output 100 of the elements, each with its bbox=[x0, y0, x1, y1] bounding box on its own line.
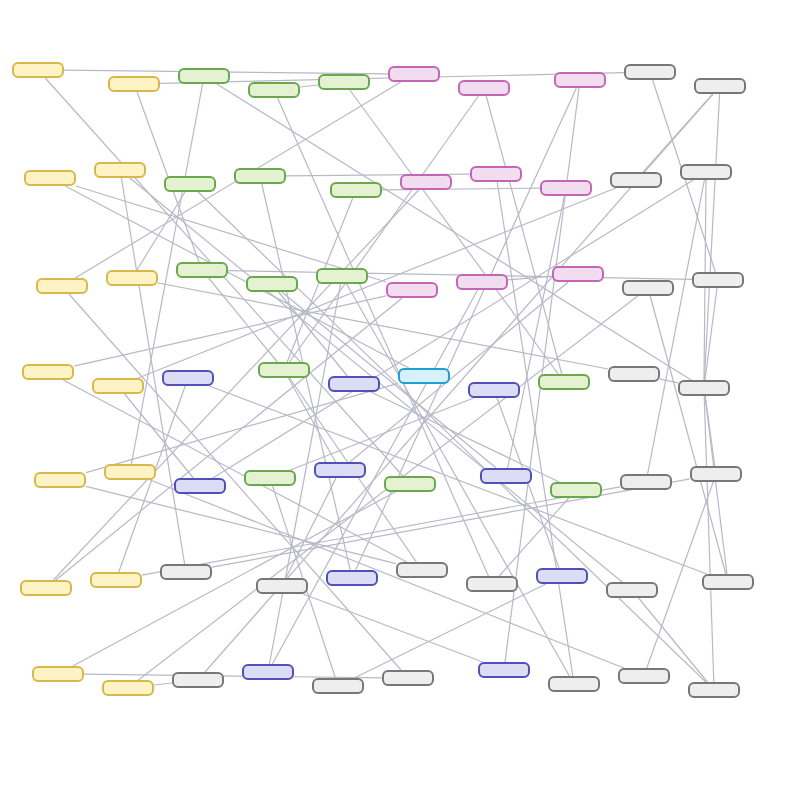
connector-line bbox=[62, 379, 408, 563]
node-box bbox=[24, 170, 76, 186]
connector-line bbox=[507, 275, 553, 281]
node-box bbox=[102, 680, 154, 696]
connector-line bbox=[289, 377, 417, 563]
connector-line bbox=[507, 195, 565, 469]
connector-line bbox=[68, 293, 402, 671]
node-box bbox=[554, 72, 606, 88]
node-box bbox=[92, 378, 144, 394]
node-box bbox=[540, 180, 592, 196]
connector-line bbox=[120, 177, 186, 565]
connector-line bbox=[153, 682, 173, 686]
node-box bbox=[536, 568, 588, 584]
connector-line bbox=[74, 81, 402, 279]
connector-line bbox=[355, 87, 577, 571]
connector-line bbox=[118, 385, 186, 573]
node-box bbox=[174, 478, 226, 494]
connector-line bbox=[212, 179, 694, 479]
node-box bbox=[234, 168, 286, 184]
node-box bbox=[680, 164, 732, 180]
connector-line bbox=[136, 91, 200, 263]
connector-line bbox=[64, 185, 410, 369]
node-box bbox=[312, 678, 364, 694]
connector-line bbox=[649, 295, 727, 575]
node-box bbox=[316, 268, 368, 284]
node-box bbox=[256, 578, 308, 594]
connector-line bbox=[272, 485, 336, 679]
node-box bbox=[396, 562, 448, 578]
node-box bbox=[382, 670, 434, 686]
connector-line bbox=[124, 393, 194, 479]
connector-line bbox=[281, 291, 497, 469]
node-box bbox=[172, 672, 224, 688]
connector-line bbox=[647, 179, 705, 475]
node-box bbox=[456, 274, 508, 290]
node-box bbox=[328, 376, 380, 392]
node-box bbox=[386, 282, 438, 298]
node-box bbox=[326, 570, 378, 586]
node-box bbox=[160, 564, 212, 580]
node-box bbox=[258, 362, 310, 378]
node-box bbox=[552, 266, 604, 282]
node-box bbox=[678, 380, 730, 396]
node-box bbox=[108, 76, 160, 92]
connector-line bbox=[704, 395, 728, 575]
node-box bbox=[624, 64, 676, 80]
node-box bbox=[606, 582, 658, 598]
node-box bbox=[620, 474, 672, 490]
node-box bbox=[248, 82, 300, 98]
connector-line bbox=[652, 79, 716, 273]
connector-line bbox=[349, 89, 559, 375]
node-box bbox=[694, 78, 746, 94]
node-box bbox=[20, 580, 72, 596]
node-box bbox=[36, 278, 88, 294]
node-box bbox=[688, 682, 740, 698]
connector-line bbox=[704, 395, 716, 467]
node-box bbox=[458, 80, 510, 96]
node-box bbox=[610, 172, 662, 188]
node-box bbox=[330, 182, 382, 198]
connector-line bbox=[498, 497, 570, 577]
connector-line bbox=[638, 597, 708, 683]
node-box bbox=[34, 472, 86, 488]
node-box bbox=[702, 574, 754, 590]
connector-line bbox=[52, 189, 420, 581]
node-box bbox=[550, 482, 602, 498]
node-box bbox=[478, 662, 530, 678]
node-box bbox=[618, 668, 670, 684]
connector-line bbox=[504, 87, 580, 663]
node-box bbox=[94, 162, 146, 178]
node-box bbox=[90, 572, 142, 588]
connector-line bbox=[287, 377, 337, 463]
node-box bbox=[538, 374, 590, 390]
connector-line bbox=[85, 485, 397, 565]
node-box bbox=[176, 262, 228, 278]
node-box bbox=[470, 166, 522, 182]
connector-line bbox=[75, 185, 387, 283]
connector-line bbox=[646, 481, 714, 669]
node-box bbox=[548, 676, 600, 692]
connector-line bbox=[289, 95, 479, 363]
node-box bbox=[22, 364, 74, 380]
connector-line bbox=[197, 191, 707, 683]
node-box bbox=[318, 74, 370, 90]
connector-line bbox=[703, 395, 715, 683]
node-box bbox=[388, 66, 440, 82]
connector-line bbox=[157, 282, 609, 370]
node-box bbox=[104, 464, 156, 480]
connector-line bbox=[285, 477, 337, 579]
connector-line bbox=[496, 181, 574, 677]
connector-line bbox=[44, 77, 404, 477]
node-box bbox=[32, 666, 84, 682]
connector-line bbox=[73, 295, 387, 367]
node-box bbox=[468, 382, 520, 398]
connector-line bbox=[278, 291, 348, 377]
connector-line bbox=[129, 177, 623, 583]
connector-line bbox=[211, 478, 691, 568]
connector-line bbox=[349, 281, 569, 463]
connector-line bbox=[289, 397, 475, 471]
connector-line bbox=[370, 391, 560, 483]
node-box bbox=[164, 176, 216, 192]
node-box bbox=[244, 470, 296, 486]
node-box bbox=[242, 664, 294, 680]
connector-line bbox=[286, 197, 354, 363]
